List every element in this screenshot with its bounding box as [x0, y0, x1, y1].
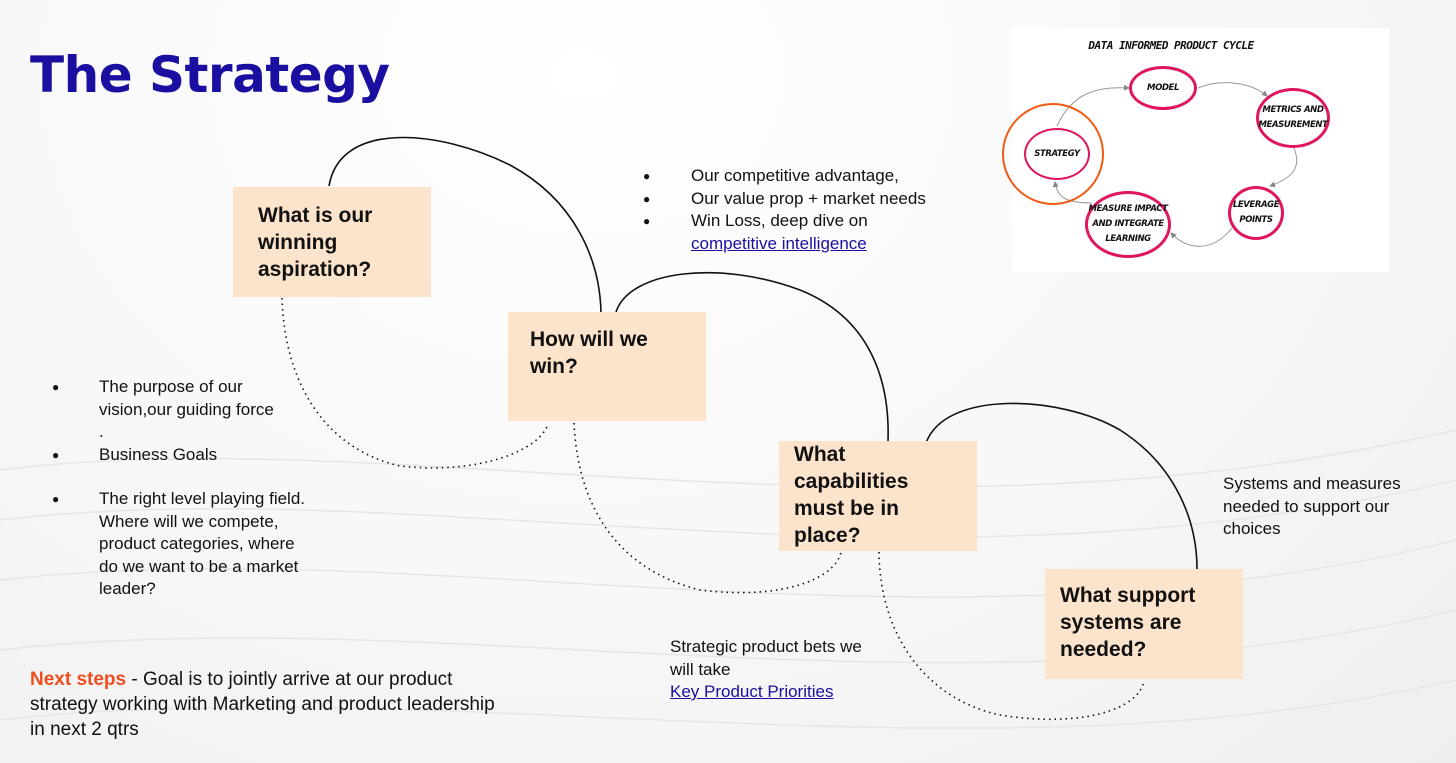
product-bets-description: Strategic product bets we will take Key … [670, 636, 910, 704]
capabilities-line-4: place? [794, 524, 861, 547]
list-item-text: vision,our guiding force [99, 399, 274, 419]
support-line-3: needed? [1060, 638, 1147, 661]
list-item-text: product categories, where [99, 534, 295, 553]
node-label: MODEL [1147, 82, 1179, 93]
aspiration-bullet-list: ● The purpose of our vision,our guiding … [52, 376, 332, 623]
cycle-node-model: MODEL [1129, 66, 1197, 110]
solid-arc-3 [925, 402, 1198, 570]
list-item: ● Win Loss, deep dive on competitive int… [643, 210, 973, 255]
node-label: AND INTEGRATE [1092, 219, 1164, 229]
support-line-1: What support [1060, 584, 1196, 607]
strategy-highlight-ring [1002, 103, 1104, 205]
key-product-priorities-link[interactable]: Key Product Priorities [670, 682, 834, 701]
capabilities-line-3: must be in [794, 497, 900, 520]
win-line-1: How will we [530, 328, 648, 351]
list-item: ● Business Goals [52, 444, 332, 467]
systems-description: Systems and measures needed to support o… [1223, 473, 1443, 541]
aspiration-line-2: winning [258, 231, 338, 254]
list-item: ● Our competitive advantage, [643, 165, 973, 188]
node-label: MEASURE IMPACT [1088, 204, 1168, 214]
node-label: STRATEGY [1034, 148, 1080, 159]
node-label: MEASUREMENT [1258, 120, 1328, 130]
list-item: ● The purpose of our vision,our guiding … [52, 376, 332, 444]
cycle-node-measure-impact: MEASURE IMPACT AND INTEGRATE LEARNING [1085, 191, 1171, 258]
dotted-arc-3 [878, 551, 1145, 721]
systems-line: Systems and measures [1223, 474, 1401, 493]
bullet-icon: ● [643, 169, 651, 183]
dotted-arc-2 [573, 422, 842, 594]
bullet-icon: ● [52, 492, 60, 506]
next-steps-text: Goal is to jointly arrive at our product… [30, 669, 495, 740]
list-item: ● The right level playing field. Where w… [52, 488, 332, 601]
capabilities-box: What capabilities must be in place? [779, 441, 977, 551]
list-item-text: Win Loss, deep dive on [691, 211, 868, 230]
list-item-text: The purpose of our [99, 377, 243, 396]
list-item-text: do we want to be a market [99, 556, 299, 576]
list-item-text: The right level playing field. [99, 489, 306, 508]
bets-line: Strategic product bets we [670, 637, 862, 656]
list-item-text: leader? [99, 579, 156, 598]
next-steps-separator: - [126, 669, 143, 690]
node-label: METRICS AND [1262, 105, 1324, 115]
systems-line: needed to support our [1223, 496, 1390, 516]
slide-title: The Strategy [30, 46, 390, 104]
product-cycle-diagram: DATA INFORMED PRODUCT CYCLE STRATEGY MOD… [1002, 28, 1389, 272]
competitive-intelligence-link[interactable]: competitive intelligence [691, 233, 867, 253]
list-item: ● Our value prop + market needs [643, 188, 973, 211]
solid-arc-2 [615, 271, 889, 442]
list-item-text: Business Goals [99, 444, 218, 464]
solid-arc-1 [328, 136, 602, 314]
aspiration-box: What is our winning aspiration? [233, 187, 431, 297]
aspiration-line-1: What is our [258, 204, 373, 227]
cycle-node-leverage: LEVERAGE POINTS [1228, 186, 1284, 240]
next-steps-note: Next steps - Goal is to jointly arrive a… [30, 667, 510, 742]
list-item-text: Where will we compete, [99, 511, 279, 531]
list-item-text: . [99, 422, 104, 441]
bullet-icon: ● [52, 380, 60, 394]
cycle-title: DATA INFORMED PRODUCT CYCLE [1088, 39, 1254, 52]
capabilities-line-1: What [794, 443, 846, 466]
list-item-text: Our value prop + market needs [691, 188, 926, 208]
how-will-we-win-box: How will we win? [508, 312, 706, 421]
systems-line: choices [1223, 519, 1281, 538]
list-item-text: Our competitive advantage, [691, 166, 899, 185]
capabilities-line-2: capabilities [794, 470, 909, 493]
aspiration-line-3: aspiration? [258, 258, 372, 281]
support-systems-box: What support systems are needed? [1045, 569, 1243, 679]
next-steps-label: Next steps [30, 669, 127, 690]
bullet-icon: ● [643, 191, 651, 206]
bullet-icon: ● [52, 447, 60, 462]
win-bullet-list: ● Our competitive advantage, ● Our value… [643, 165, 973, 255]
bets-line: will take [670, 659, 731, 679]
node-label: LEARNING [1105, 234, 1151, 244]
node-label: LEVERAGE [1232, 200, 1280, 210]
bullet-icon: ● [643, 214, 651, 228]
cycle-node-strategy: STRATEGY [1024, 128, 1090, 180]
cycle-node-metrics: METRICS AND MEASUREMENT [1256, 88, 1330, 148]
support-line-2: systems are [1060, 611, 1182, 634]
win-line-2: win? [530, 355, 578, 378]
node-label: POINTS [1239, 215, 1273, 225]
